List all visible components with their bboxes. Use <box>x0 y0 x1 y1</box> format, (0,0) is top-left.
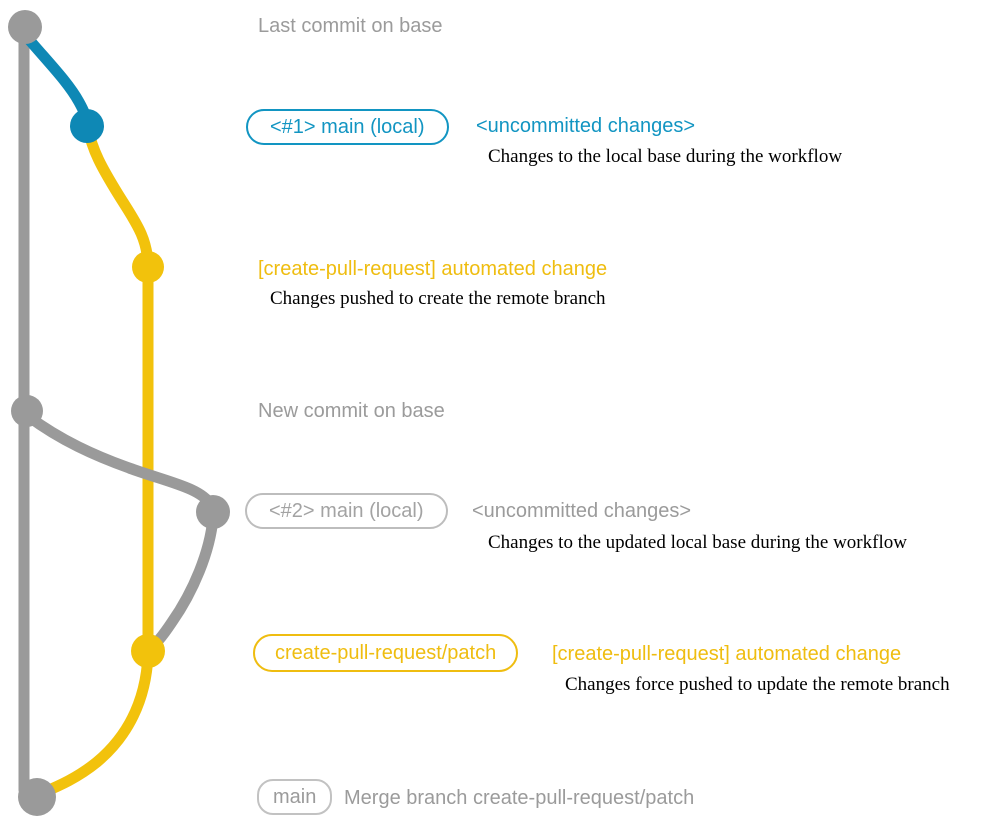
branch-badge-patch: create-pull-request/patch <box>253 634 519 672</box>
commit-dot-automated-change-1 <box>132 251 164 283</box>
branch-line-patch-upper <box>82 122 154 273</box>
branch-line-local-return <box>145 512 219 654</box>
commit-dot-main-local-2 <box>196 495 230 529</box>
commit-title-automated-1: [create-pull-request] automated change <box>258 258 608 280</box>
commit-dot-automated-change-2 <box>131 634 165 668</box>
commit-title-uncommitted-2: <uncommitted changes> <box>472 500 692 522</box>
branch-line-patch-merge <box>36 649 154 799</box>
git-graph <box>8 10 230 816</box>
commit-label-new-base: New commit on base <box>258 400 445 422</box>
branch-badge-main: main <box>257 779 333 815</box>
branch-line-main-local <box>20 30 93 130</box>
commit-label-last-base: Last commit on base <box>258 15 443 37</box>
commit-title-automated-2: [create-pull-request] automated change <box>552 643 902 665</box>
commit-dot-main-local-1 <box>70 109 104 143</box>
branch-line-local-out <box>22 410 217 511</box>
commit-desc-automated-2: Changes force pushed to update the remot… <box>565 674 950 695</box>
commit-desc-uncommitted-1: Changes to the local base during the wor… <box>488 146 843 167</box>
commit-desc-uncommitted-2: Changes to the updated local base during… <box>488 532 907 553</box>
branch-badge-main-local-1: <#1> main (local) <box>246 109 449 145</box>
branch-badge-main-local-2: <#2> main (local) <box>245 493 448 529</box>
commit-dot-merge <box>18 778 56 816</box>
commit-desc-automated-1: Changes pushed to create the remote bran… <box>270 288 606 309</box>
commit-title-uncommitted-1: <uncommitted changes> <box>476 115 696 137</box>
commit-label-merge: Merge branch create-pull-request/patch <box>344 787 695 809</box>
commit-dot-new-base <box>11 395 43 427</box>
commit-dot-last-base <box>8 10 42 44</box>
